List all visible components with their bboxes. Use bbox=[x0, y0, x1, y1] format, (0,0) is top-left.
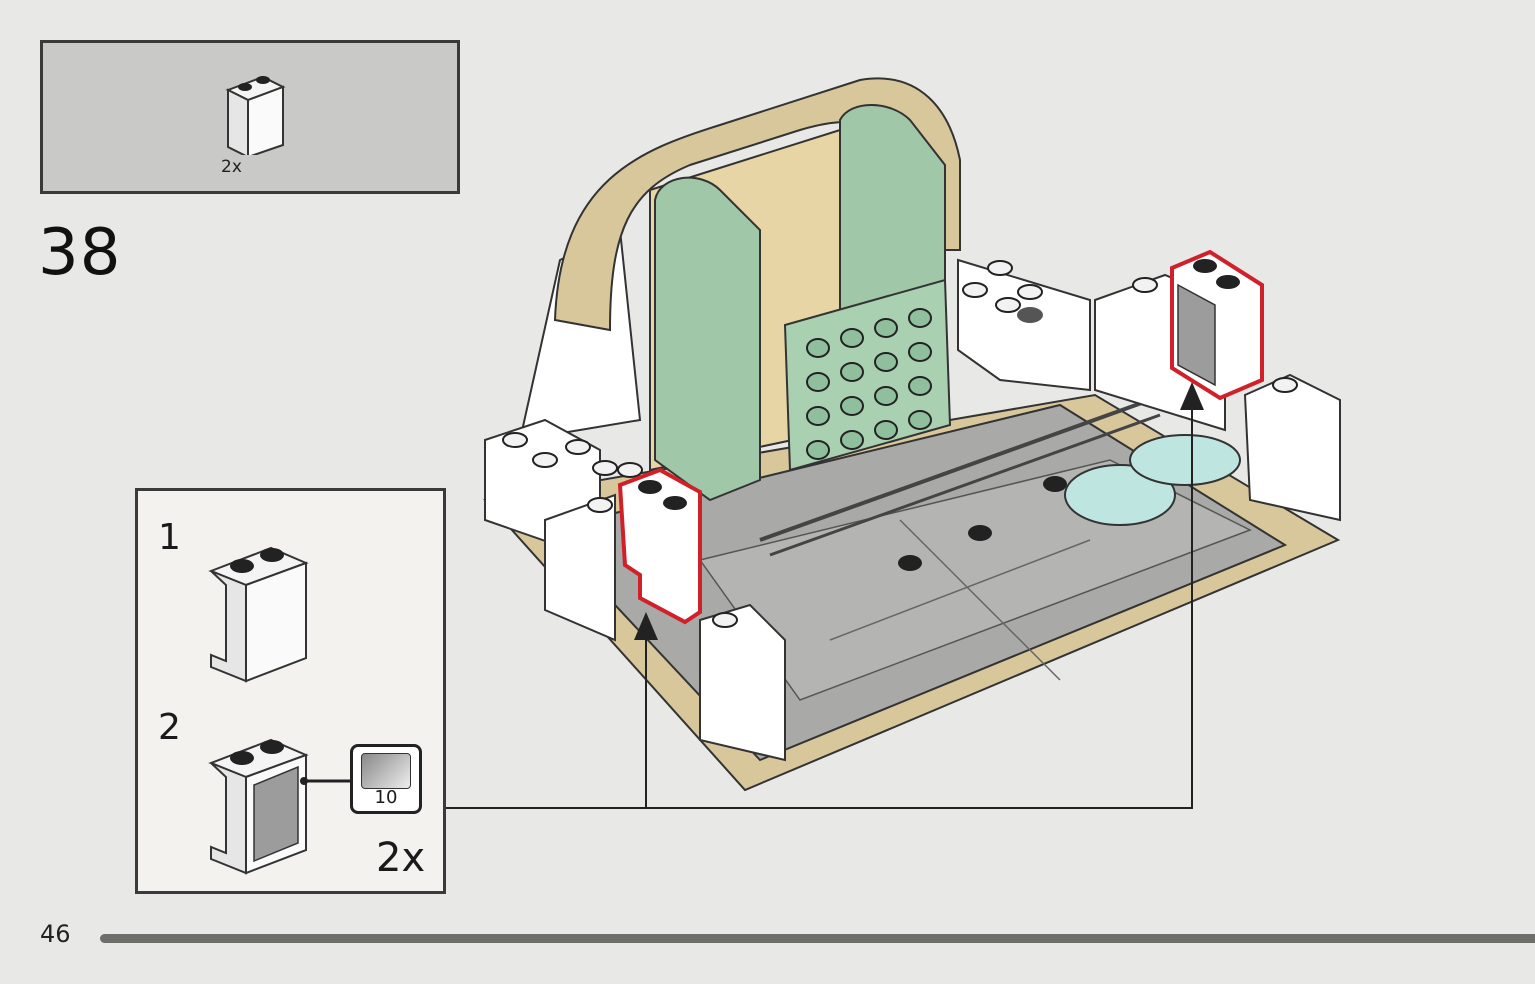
sticker-number: 10 bbox=[374, 787, 398, 808]
progress-bar bbox=[100, 934, 1535, 943]
panel-with-sticker-icon bbox=[208, 738, 309, 875]
new-panel-right bbox=[1170, 249, 1264, 401]
parts-quantity: 2x bbox=[221, 157, 242, 177]
sticker-swatch bbox=[361, 753, 411, 789]
substep-number-2: 2 bbox=[158, 707, 181, 748]
substep-quantity: 2x bbox=[376, 835, 426, 881]
panel-brick-icon bbox=[208, 546, 309, 683]
page-number: 46 bbox=[40, 920, 71, 948]
sub-assembly-box: 1 2 10 2x bbox=[135, 488, 446, 894]
parts-list-box: 2x bbox=[40, 40, 460, 194]
panel-brick-icon bbox=[225, 75, 286, 155]
sticker-callout-line bbox=[300, 777, 358, 785]
substep-number-1: 1 bbox=[158, 517, 181, 558]
new-panel-left bbox=[617, 467, 702, 625]
sticker-icon: 10 bbox=[350, 744, 422, 814]
step-number: 38 bbox=[38, 216, 122, 290]
